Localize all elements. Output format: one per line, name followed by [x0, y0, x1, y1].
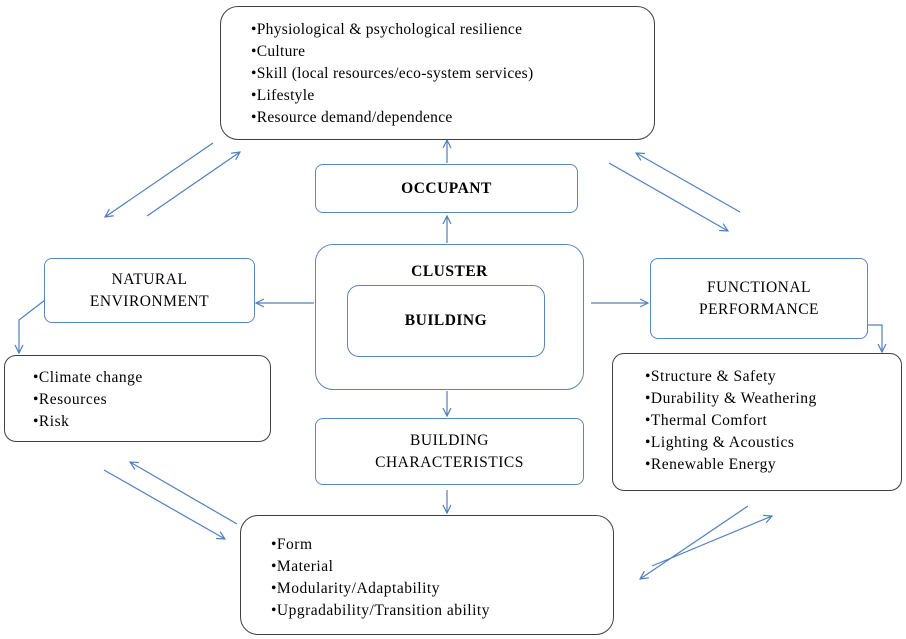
- performance-factors-list: •Structure & Safety •Durability & Weathe…: [645, 366, 901, 476]
- arrow-natural-environment-to-factors: [19, 299, 46, 353]
- list-item: •Thermal Comfort: [645, 412, 768, 429]
- cluster-box: CLUSTER BUILDING: [315, 244, 584, 390]
- arrow-attributes-to-environment: [105, 142, 214, 217]
- list-item: •Material: [271, 558, 334, 575]
- building-characteristics-box: BUILDING CHARACTERISTICS: [315, 418, 584, 485]
- list-item: •Structure & Safety: [645, 368, 777, 385]
- arrow-attributes-to-performance: [608, 162, 728, 231]
- building-characteristics-line2: CHARACTERISTICS: [375, 453, 524, 471]
- list-item: •Renewable Energy: [645, 456, 777, 473]
- list-item: •Physiological & psychological resilienc…: [251, 21, 523, 38]
- arrow-functional-performance-to-factors: [868, 324, 882, 352]
- performance-factors-box: •Structure & Safety •Durability & Weathe…: [612, 353, 902, 491]
- building-label: BUILDING: [404, 312, 488, 329]
- arrow-environment-to-characteristics: [103, 469, 225, 539]
- building-box: BUILDING: [347, 285, 545, 357]
- building-characteristics-line1: BUILDING: [410, 431, 489, 449]
- list-item: •Skill (local resources/eco-system servi…: [251, 65, 534, 82]
- arrow-characteristics-to-performance: [651, 516, 772, 567]
- characteristics-factors-list: •Form •Material •Modularity/Adaptability…: [271, 534, 613, 622]
- cluster-label: CLUSTER: [411, 263, 488, 280]
- list-item: •Upgradability/Transition ability: [271, 602, 490, 619]
- list-item: •Resource demand/dependence: [251, 109, 453, 126]
- list-item: •Lifestyle: [251, 87, 315, 104]
- natural-environment-line1: NATURAL: [111, 270, 188, 288]
- arrow-characteristics-to-environment: [130, 462, 238, 525]
- functional-performance-line1: FUNCTIONAL: [706, 278, 812, 296]
- functional-performance-line2: PERFORMANCE: [698, 300, 820, 318]
- list-item: •Resources: [33, 391, 108, 408]
- arrow-performance-to-attributes: [636, 153, 741, 213]
- occupant-label: OCCUPANT: [401, 179, 492, 197]
- list-item: •Durability & Weathering: [645, 390, 817, 407]
- functional-performance-box: FUNCTIONAL PERFORMANCE: [650, 258, 868, 339]
- natural-environment-line2: ENVIRONMENT: [89, 292, 210, 310]
- list-item: •Risk: [33, 413, 70, 430]
- arrow-environment-to-attributes: [146, 152, 240, 217]
- list-item: •Culture: [251, 43, 306, 60]
- arrow-performance-to-characteristics: [640, 505, 749, 579]
- environment-factors-list: •Climate change •Resources •Risk: [33, 367, 270, 433]
- occupant-attributes-box: •Physiological & psychological resilienc…: [220, 6, 655, 140]
- list-item: •Form: [271, 536, 313, 553]
- list-item: •Lighting & Acoustics: [645, 434, 795, 451]
- occupant-box: OCCUPANT: [315, 164, 578, 213]
- list-item: •Climate change: [33, 369, 143, 386]
- natural-environment-box: NATURAL ENVIRONMENT: [44, 258, 255, 323]
- environment-factors-box: •Climate change •Resources •Risk: [4, 355, 271, 442]
- occupant-attributes-list: •Physiological & psychological resilienc…: [251, 19, 654, 129]
- list-item: •Modularity/Adaptability: [271, 580, 440, 597]
- characteristics-factors-box: •Form •Material •Modularity/Adaptability…: [240, 515, 614, 635]
